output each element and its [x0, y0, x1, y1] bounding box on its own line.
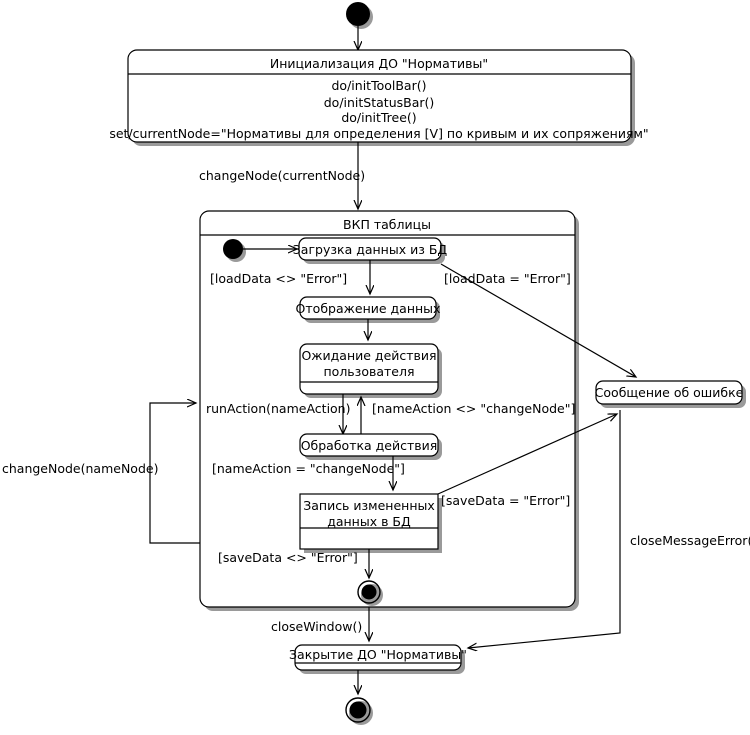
label-close-message-error: closeMessageError() [630, 533, 750, 548]
state-save-data: Запись измененных данных в БД [299, 493, 442, 553]
label-save-data-ok: [saveData <> "Error"] [218, 550, 358, 565]
state-process-action-title: Обработка действия [301, 438, 438, 453]
state-wait-user-action-title-line1: Ожидание действия [301, 348, 436, 363]
edge-error-to-close [468, 410, 621, 648]
state-save-data-title-line2: данных в БД [327, 514, 411, 529]
edge-composite-self-loop [149, 403, 200, 544]
state-error-message-title: Сообщение об ошибке [595, 385, 744, 400]
label-change-node-current: changeNode(currentNode) [199, 168, 365, 183]
state-initialization: Инициализация ДО "Нормативы" do/initTool… [109, 49, 649, 146]
state-initialization-title: Инициализация ДО "Нормативы" [270, 56, 488, 71]
label-name-action-equal: [nameAction = "changeNode"] [212, 461, 405, 476]
final-node-end [345, 697, 373, 725]
state-close-document-title: Закрытие ДО "Нормативы" [289, 647, 467, 662]
state-initialization-action-0: do/initToolBar() [332, 78, 427, 93]
label-run-action: runAction(nameAction) [206, 401, 350, 416]
state-close-document: Закрытие ДО "Нормативы" [289, 644, 467, 674]
label-load-data-error: [loadData = "Error"] [444, 271, 571, 286]
label-name-action-not-equal: [nameAction <> "changeNode"] [372, 401, 575, 416]
state-load-data: Загрузка данных из БД [293, 237, 448, 264]
state-process-action: Обработка действия [299, 433, 442, 460]
edge-save-to-error [437, 414, 617, 495]
state-show-data-title: Отображение данных [296, 301, 441, 316]
composite-state-title: ВКП таблицы [343, 217, 431, 232]
label-load-data-ok: [loadData <> "Error"] [210, 271, 347, 286]
final-node-inner [357, 580, 383, 606]
composite-state-table: ВКП таблицы [199, 210, 579, 611]
state-wait-user-action: Ожидание действия пользователя [299, 343, 442, 398]
state-initialization-action-1: do/initStatusBar() [324, 95, 435, 110]
initial-node-inner [223, 239, 246, 262]
state-load-data-title: Загрузка данных из БД [293, 242, 448, 257]
state-error-message: Сообщение об ошибке [595, 380, 746, 408]
state-save-data-title-line1: Запись измененных [303, 498, 435, 513]
state-wait-user-action-title-line2: пользователя [324, 364, 415, 379]
state-initialization-action-3: set/currentNode="Нормативы для определен… [109, 126, 648, 141]
edge-load-to-error [440, 263, 636, 377]
label-save-data-error: [saveData = "Error"] [441, 493, 570, 508]
state-initialization-action-2: do/initTree() [341, 110, 416, 125]
label-change-node-name: changeNode(nameNode) [2, 461, 158, 476]
initial-node-start [346, 2, 373, 29]
label-close-window: closeWindow() [271, 619, 362, 634]
state-show-data: Отображение данных [296, 296, 441, 323]
